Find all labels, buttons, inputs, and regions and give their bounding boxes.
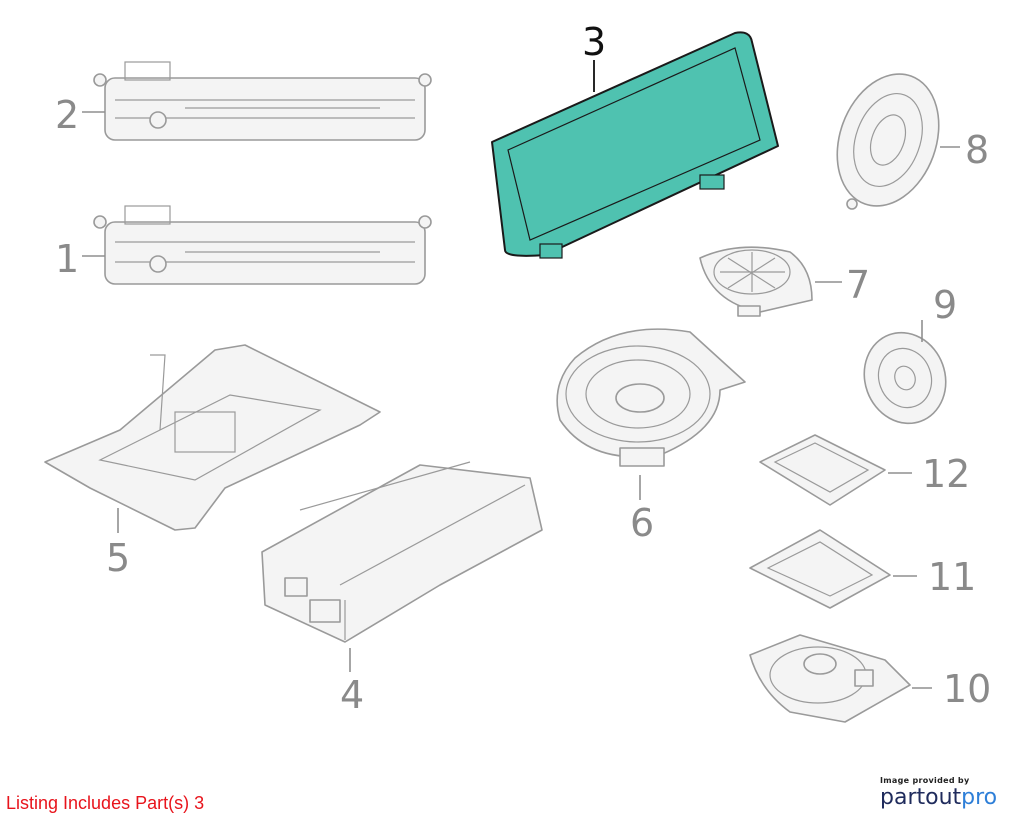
logo-brand-part2: pro bbox=[961, 785, 998, 810]
display-screen-body bbox=[491, 31, 779, 257]
logo-tagline: Image provided by bbox=[880, 776, 970, 785]
radio-control-panel-upper bbox=[93, 61, 432, 141]
callout-4: 4 bbox=[340, 673, 364, 717]
callout-11: 11 bbox=[928, 555, 976, 599]
mounting-bracket bbox=[44, 344, 381, 531]
leader-lines bbox=[82, 60, 960, 689]
gasket-11 bbox=[749, 529, 891, 609]
callout-9: 9 bbox=[933, 283, 957, 327]
callout-3: 3 bbox=[582, 20, 606, 64]
callout-7: 7 bbox=[846, 263, 870, 307]
speaker-6 bbox=[556, 328, 746, 467]
callout-10: 10 bbox=[943, 667, 991, 711]
callout-6: 6 bbox=[630, 501, 654, 545]
callout-12: 12 bbox=[922, 452, 970, 496]
listing-note: Listing Includes Part(s) 3 bbox=[6, 793, 205, 813]
partoutpro-logo: Image provided by partoutpro bbox=[880, 776, 1000, 811]
radio-control-panel-lower bbox=[93, 205, 432, 285]
speaker-10 bbox=[749, 634, 911, 723]
callout-8: 8 bbox=[965, 128, 989, 172]
callout-1: 1 bbox=[55, 237, 79, 281]
callout-2: 2 bbox=[55, 93, 79, 137]
display-screen bbox=[491, 31, 779, 259]
speaker-9 bbox=[863, 331, 947, 425]
speaker-7 bbox=[699, 246, 813, 317]
gasket-12 bbox=[759, 434, 886, 506]
amplifier bbox=[261, 461, 543, 643]
speaker-8 bbox=[836, 73, 940, 210]
logo-brand: partoutpro bbox=[880, 785, 1000, 811]
logo-brand-part1: partout bbox=[880, 785, 962, 810]
callout-5: 5 bbox=[106, 536, 130, 580]
